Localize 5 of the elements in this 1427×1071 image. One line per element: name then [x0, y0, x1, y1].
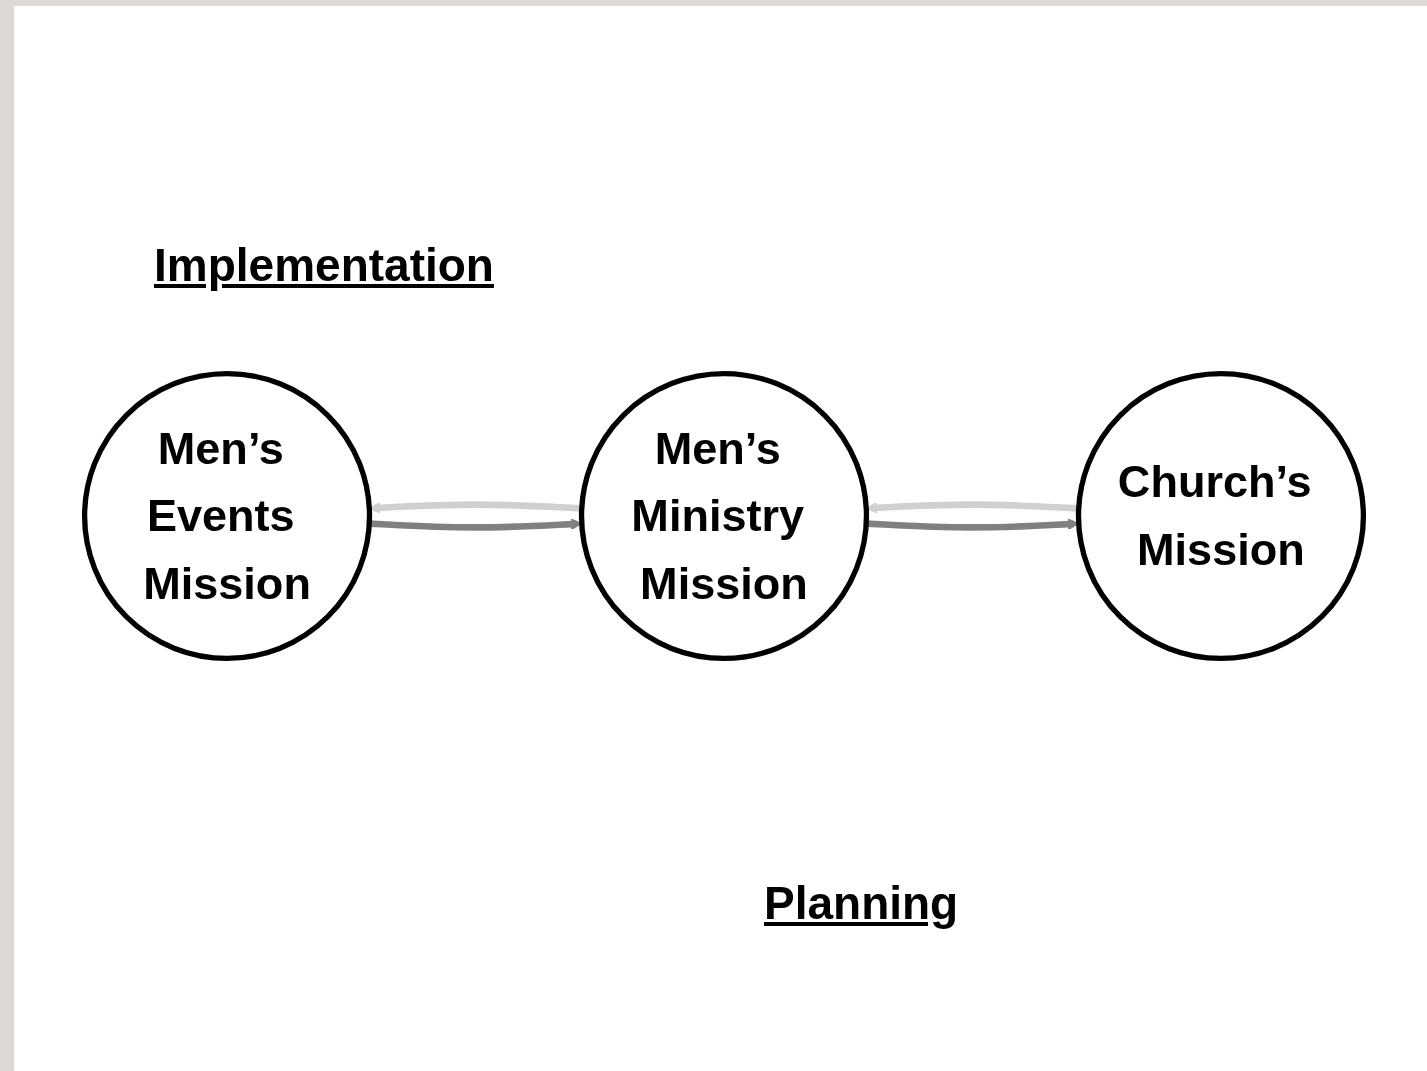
section-heading: Planning [764, 876, 959, 930]
section-heading: Implementation [154, 238, 494, 292]
node-circle: Men’s Events Mission [81, 370, 373, 662]
node-circle: Church’s Mission [1075, 370, 1367, 662]
node-circle: Men’s Ministry Mission [578, 370, 870, 662]
